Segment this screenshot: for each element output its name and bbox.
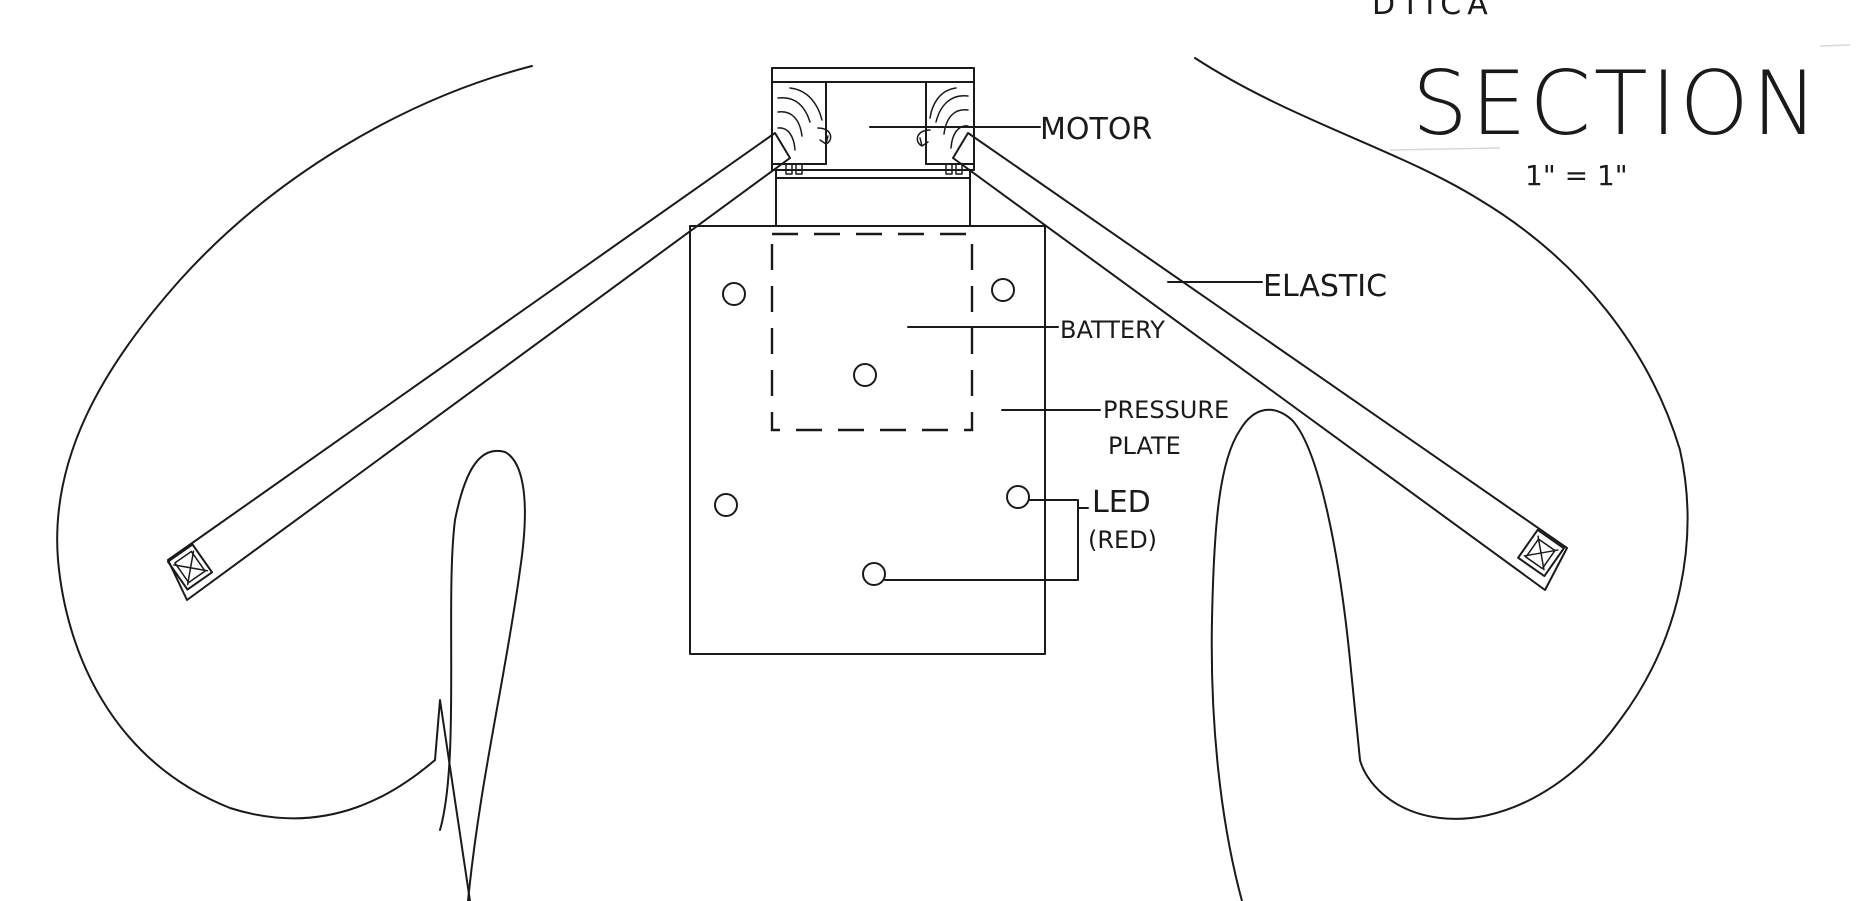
left-anchor-inner [174, 550, 206, 584]
left-spool-foot [795, 163, 803, 175]
left-anchor-x-icon [173, 550, 209, 586]
motor-housing-top [771, 67, 975, 83]
right-strap-anchor [1517, 528, 1565, 578]
left-spool-grain [777, 87, 823, 151]
led-label-line1: LED [1092, 485, 1151, 520]
motor-label: MOTOR [1040, 112, 1152, 147]
right-elastic-strap [952, 132, 1568, 591]
pressure-plate-label-line2: PLATE [1108, 432, 1181, 460]
led-leader-bracket [884, 499, 1089, 581]
right-spool-grain [929, 87, 969, 149]
right-inner-outline [1210, 408, 1361, 901]
battery-hidden-outline [770, 232, 974, 432]
led-bottom-right [1006, 485, 1030, 509]
left-body-outline [56, 65, 533, 901]
pressure-plate [689, 225, 1046, 655]
battery-label: BATTERY [1060, 316, 1165, 344]
led-top-right [991, 278, 1015, 302]
left-rotation-arrow-icon [817, 127, 832, 145]
section-title: SECTION [1412, 52, 1821, 155]
right-body-outline [1194, 57, 1689, 820]
elastic-label: ELASTIC [1263, 269, 1387, 304]
motor-lower-frame [775, 169, 971, 226]
led-bottom-center [862, 562, 886, 586]
right-rotation-arrow-icon [916, 129, 931, 147]
scale-note: 1" = 1" [1525, 159, 1628, 192]
led-label-line2: (RED) [1088, 526, 1157, 554]
pressure-plate-label-line1: PRESSURE [1103, 396, 1229, 424]
led-center [853, 363, 877, 387]
scan-mark [1819, 44, 1851, 47]
right-spool-foot [955, 163, 963, 175]
right-spool-foot [945, 163, 953, 175]
right-anchor-x-icon [1523, 535, 1559, 571]
left-inner-outline [439, 449, 526, 901]
led-top-left [722, 282, 746, 306]
led-bottom-left [714, 493, 738, 517]
scan-mark [1389, 147, 1501, 151]
title-cut-text: DTICA [1372, 0, 1494, 22]
left-strap-anchor [166, 543, 214, 591]
right-spool [925, 81, 975, 165]
left-elastic-strap [167, 132, 791, 601]
left-spool-foot [785, 163, 793, 175]
right-anchor-inner [1525, 538, 1556, 570]
